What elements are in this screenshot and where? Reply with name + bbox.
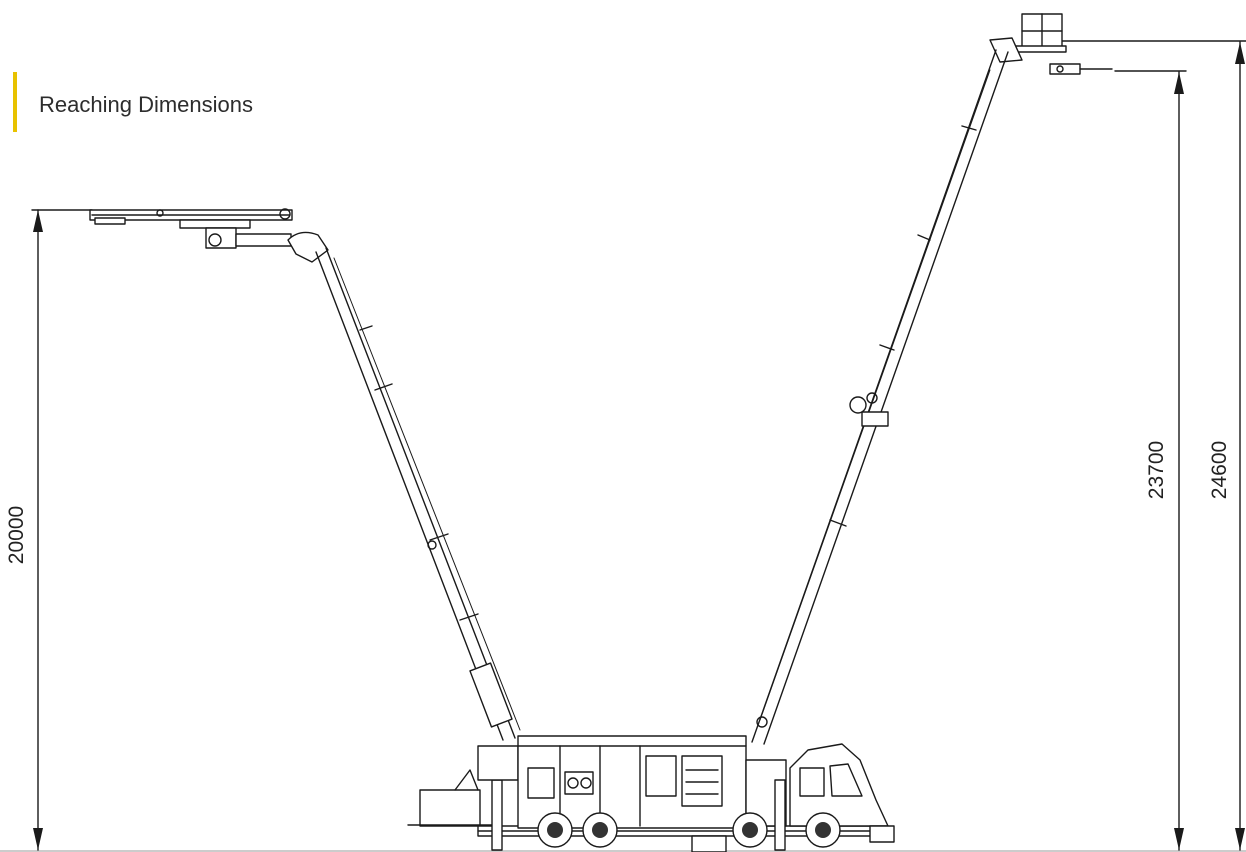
right-boom-arm-icon bbox=[751, 49, 1009, 745]
right-basket-icon bbox=[989, 13, 1113, 75]
page-title: Reaching Dimensions bbox=[39, 92, 253, 117]
left-boom-arm-icon bbox=[315, 247, 521, 741]
right-inner-dimension-line bbox=[1114, 70, 1187, 851]
right-outer-dimension-line bbox=[1059, 40, 1246, 851]
left-dimension-line bbox=[31, 209, 93, 851]
truck-icon bbox=[407, 735, 895, 852]
title-accent-bar bbox=[13, 72, 17, 132]
left-boom-head-icon bbox=[89, 208, 329, 263]
dimension-label-left: 20000 bbox=[5, 505, 28, 565]
dimension-label-right-outer: 24600 bbox=[1208, 440, 1231, 500]
dimension-label-right-inner: 23700 bbox=[1145, 440, 1168, 500]
